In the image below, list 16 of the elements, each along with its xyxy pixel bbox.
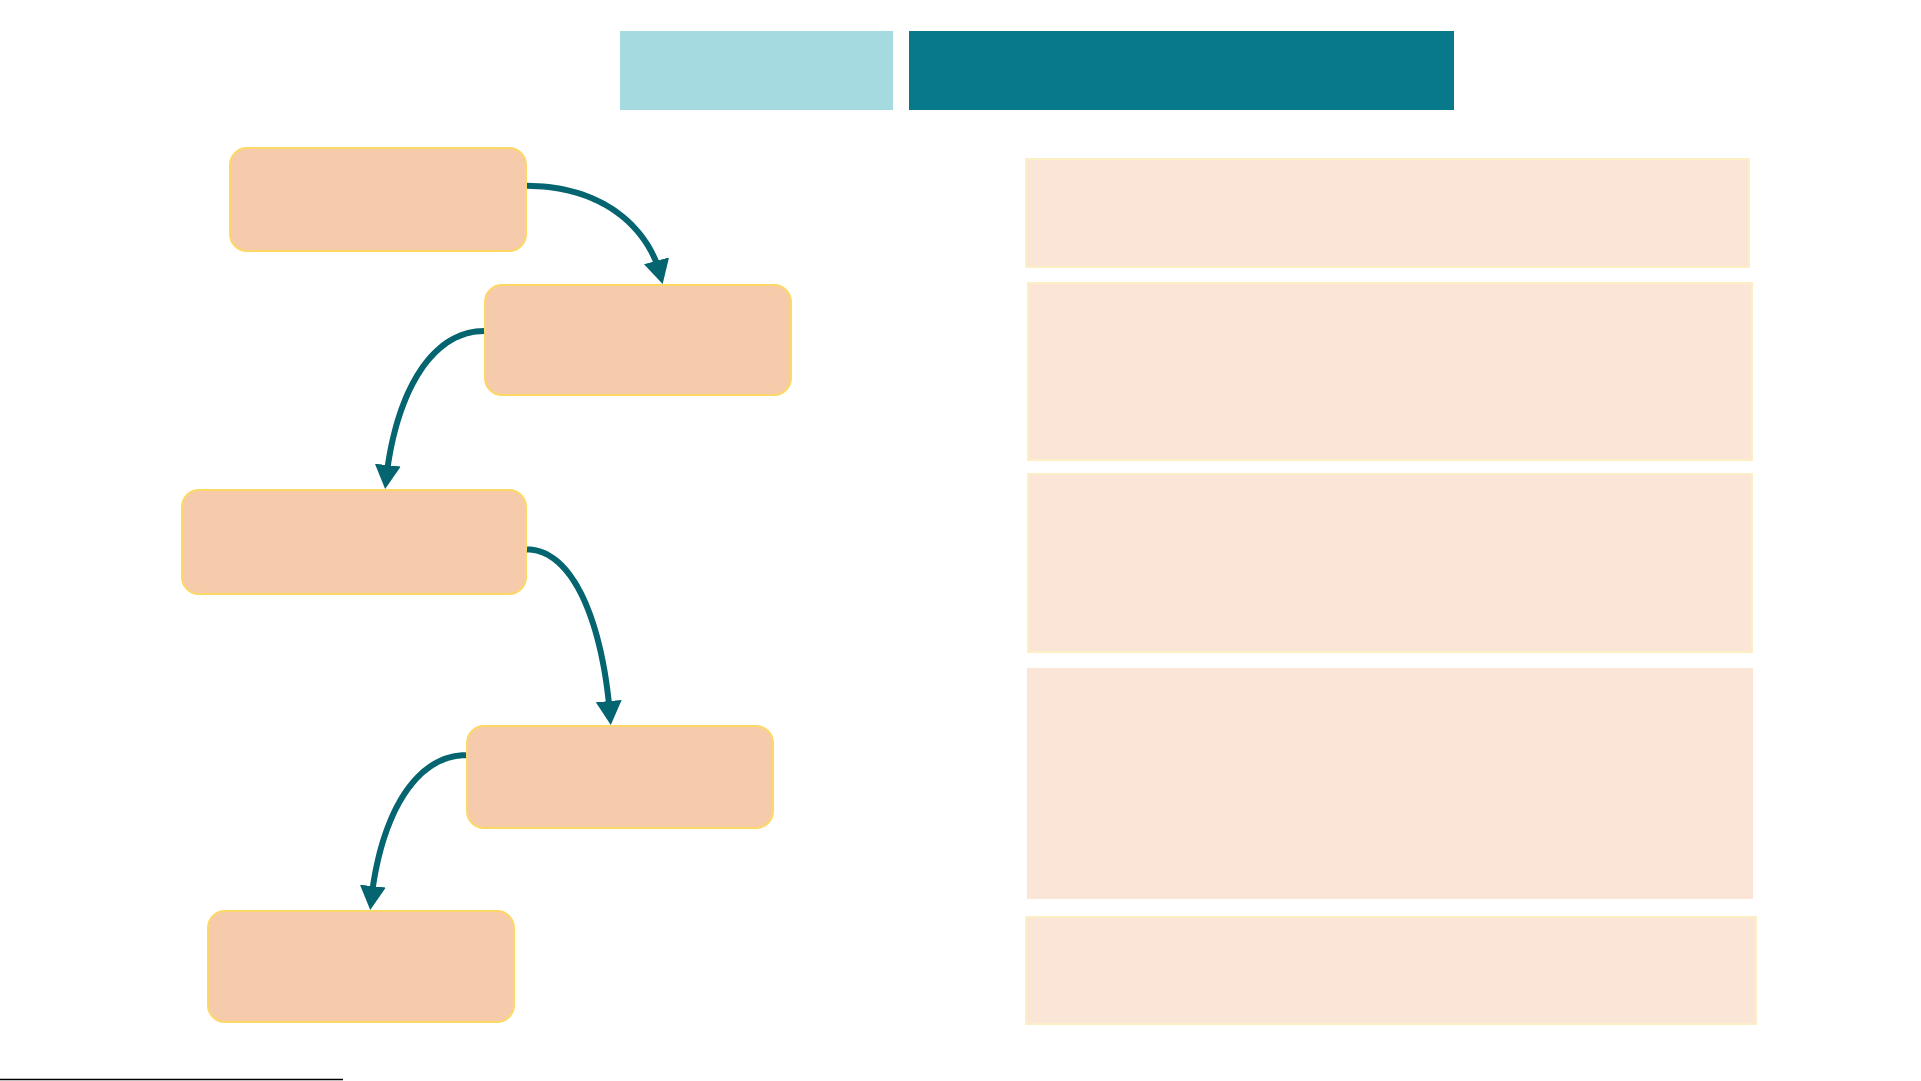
header-bar: [620, 31, 893, 110]
header-bar: [909, 31, 1454, 110]
process-box: [466, 725, 774, 829]
arrow: [526, 546, 622, 725]
process-box: [207, 910, 515, 1023]
content-panel: [1027, 282, 1753, 461]
arrow: [374, 328, 485, 489]
content-panel: [1025, 916, 1757, 1025]
process-box: [181, 489, 527, 595]
content-panel: [1025, 158, 1750, 268]
content-panel: [1027, 668, 1753, 899]
process-box: [229, 147, 527, 252]
process-box: [484, 284, 792, 396]
arrow: [526, 182, 669, 284]
content-panel: [1027, 473, 1753, 653]
arrow: [359, 752, 467, 910]
